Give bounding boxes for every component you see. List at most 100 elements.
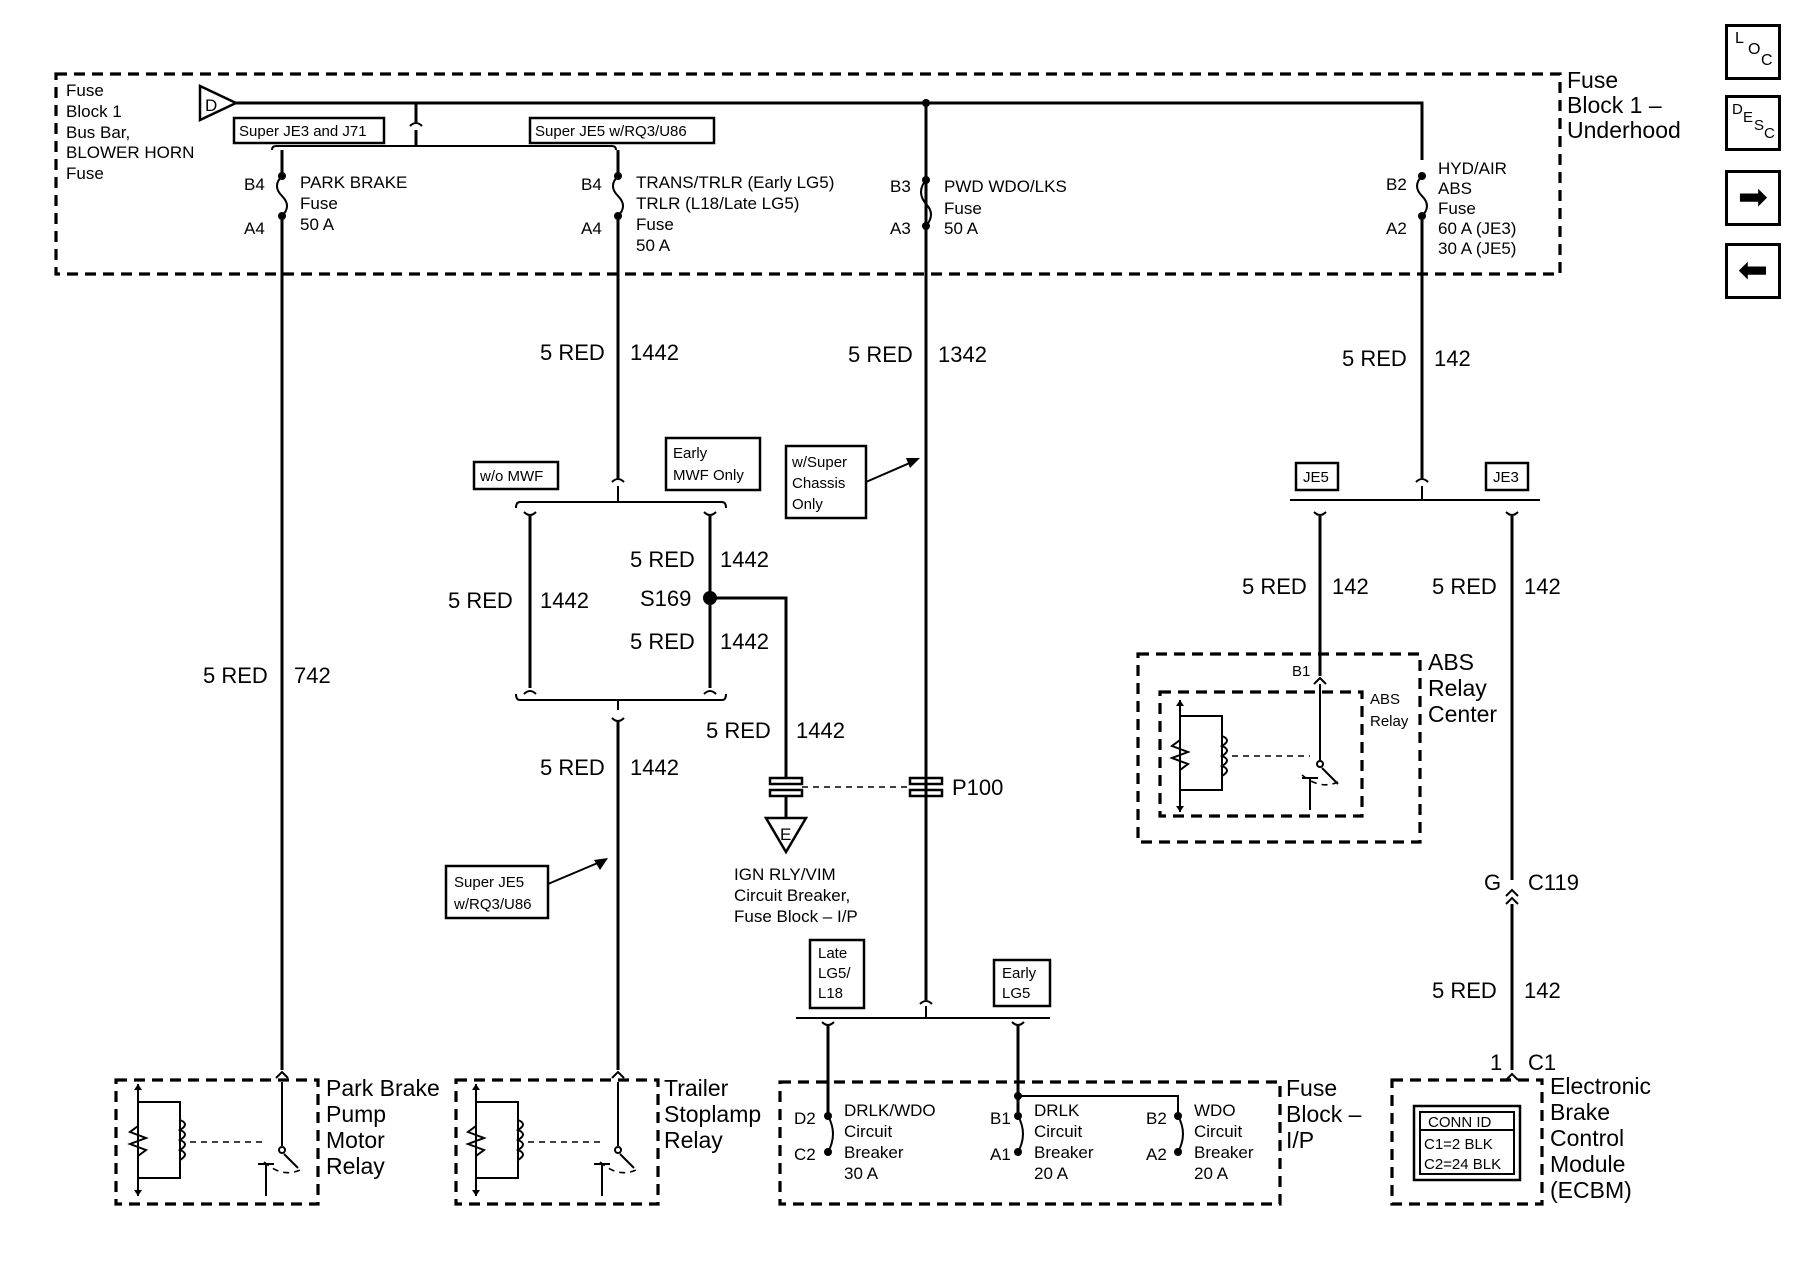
wire-142-ecbm: 5 RED 142 1 C1: [1432, 904, 1561, 1081]
svg-text:142: 142: [1524, 978, 1561, 1003]
svg-text:Early LG5: Early LG5: [1002, 965, 1040, 1002]
option-late-lg5-l18: [808, 938, 866, 1010]
svg-text:CONN ID: CONN ID: [1428, 1114, 1492, 1131]
svg-text:1442: 1442: [630, 755, 679, 780]
svg-text:DRLK/WDO Circuit: DRLK/WDO Circuit Breaker 30 A: [844, 1101, 940, 1183]
wire-142-je3: 5 RED 142: [1432, 511, 1561, 880]
svg-text:A2: A2: [1386, 219, 1407, 238]
description-icon: D E S C: [1732, 101, 1775, 142]
svg-text:HYD/AIR ABS Fu: HYD/AIR ABS Fuse 60 A (JE3) 30 A (JE5): [1438, 159, 1521, 258]
svg-text:Park Brake Pump Mo: Park Brake Pump Motor Relay: [326, 1075, 446, 1179]
svg-text:C1=2 BLK: C1=2 BLK: [1424, 1136, 1493, 1153]
svg-text:B2: B2: [1386, 175, 1407, 194]
svg-text:5 RED: 5 RED: [630, 547, 695, 572]
svg-text:S169: S169: [640, 586, 691, 611]
previous-page-button[interactable]: ⬅: [1725, 243, 1781, 299]
svg-text:Early MWF Only: Early MWF Only: [673, 445, 744, 484]
svg-text:DRLK Circuit B: DRLK Circuit Breaker 20 A: [1034, 1101, 1098, 1183]
fuse-block-ip: Late LG5/ L18 Early LG5 Fuse Block – I/P…: [778, 938, 1362, 1206]
wire-1442-top: 5 RED 1442: [540, 274, 679, 483]
svg-text:1442: 1442: [796, 718, 845, 743]
svg-text:B1: B1: [990, 1109, 1011, 1128]
svg-text:G: G: [1484, 870, 1501, 895]
svg-text:142: 142: [1332, 574, 1369, 599]
fuse-block-1-outline: [54, 72, 1562, 276]
svg-text:1342: 1342: [938, 342, 987, 367]
svg-text:ABS Relay: ABS Relay: [1370, 691, 1409, 730]
svg-text:5 RED: 5 RED: [540, 340, 605, 365]
svg-text:D2: D2: [794, 1109, 816, 1128]
fuse-block-1-right-label: Fuse Block 1 – Underhood: [1567, 67, 1681, 143]
svg-text:IGN RLY/VIM Circuit Brea: IGN RLY/VIM Circuit Breaker, Fuse Block …: [734, 865, 858, 926]
svg-text:C119: C119: [1528, 870, 1579, 895]
svg-text:142: 142: [1434, 346, 1471, 371]
svg-text:D: D: [205, 96, 217, 115]
svg-text:5 RED: 5 RED: [203, 663, 268, 688]
splice-s169: S169: [640, 586, 788, 778]
svg-text:1442: 1442: [630, 340, 679, 365]
svg-text:w/o MWF: w/o MWF: [479, 468, 543, 485]
option-super-je5-lower: Super JE5 w/RQ3/U86: [444, 858, 608, 920]
wdo-circuit-breaker: B2 A2 WDO Circuit Breaker 20 A: [1146, 1101, 1258, 1183]
svg-text:A4: A4: [244, 219, 265, 238]
svg-text:742: 742: [294, 663, 331, 688]
wire-1442-ign: 5 RED 1442: [706, 718, 845, 743]
svg-text:WDO Circuit Br: WDO Circuit Breaker 20 A: [1194, 1101, 1258, 1183]
svg-text:PARK BRAKE Fuse: PARK BRAKE Fuse 50 A: [300, 173, 412, 234]
hyd-air-abs-fuse: B2 A2 HYD/AIR ABS Fuse 60 A (JE3) 30 A (…: [1386, 159, 1521, 274]
wire-1442-left-branch: 5 RED 1442: [448, 511, 589, 695]
svg-text:5 RED: 5 RED: [848, 342, 913, 367]
arrow-left-icon: ⬅: [1737, 250, 1769, 291]
svg-text:ABS Relay Center: ABS Relay Center: [1428, 649, 1497, 727]
wire-1442-bottom: 5 RED 1442: [540, 717, 679, 1070]
connector-p100: P100: [768, 775, 1003, 818]
terminal-e-ign-rly: E IGN RLY/VIM Circuit Breaker, Fuse Bloc…: [734, 816, 858, 926]
arrow-right-icon: ➡: [1737, 177, 1769, 218]
trailer-stoplamp-relay: Trailer Stoplamp Relay: [454, 1070, 768, 1206]
option-super-chassis-only: w/Super Chassis Only: [784, 444, 920, 520]
svg-text:JE5: JE5: [1303, 469, 1329, 486]
option-je5: [1294, 461, 1340, 492]
svg-text:C2=24 BLK: C2=24 BLK: [1424, 1156, 1501, 1173]
location-icon: L O C: [1735, 30, 1773, 69]
fuse-block-1-underhood: Fuse Block 1 Bus Bar, BLOWER HORN Fuse F…: [54, 67, 1681, 276]
svg-text:B4: B4: [581, 175, 602, 194]
next-page-button[interactable]: ➡: [1725, 170, 1781, 226]
svg-text:A3: A3: [890, 219, 911, 238]
svg-text:1: 1: [1490, 1050, 1502, 1075]
svg-text:E: E: [780, 825, 791, 844]
svg-text:B1: B1: [1292, 663, 1310, 680]
drlk-circuit-breaker: B1 A1 DRLK Circuit Breaker 20 A: [990, 1021, 1179, 1183]
svg-text:B4: B4: [244, 175, 265, 194]
svg-text:Electronic Brake C: Electronic Brake Control Module (ECBM): [1550, 1073, 1657, 1203]
svg-text:A1: A1: [990, 1145, 1011, 1164]
option-wo-mwf: [472, 460, 560, 491]
option-super-je5-rq3-u86: [528, 116, 716, 145]
svg-text:C2: C2: [794, 1145, 816, 1164]
description-button[interactable]: D E S C: [1725, 95, 1781, 151]
connector-c119: G C119: [1484, 870, 1579, 905]
electronic-brake-control-module: Electronic Brake Control Module (ECBM) C…: [1390, 1073, 1657, 1206]
location-button[interactable]: L O C: [1725, 24, 1781, 80]
svg-text:Late LG5/ L18: Late LG5/ L18: [818, 945, 855, 1002]
svg-text:B2: B2: [1146, 1109, 1167, 1128]
option-je3: [1484, 461, 1530, 492]
svg-text:1442: 1442: [720, 547, 769, 572]
svg-text:5 RED: 5 RED: [1432, 574, 1497, 599]
wire-142-je5: 5 RED 142: [1242, 511, 1369, 676]
park-brake-pump-motor-relay: Park Brake Pump Motor Relay: [114, 1070, 446, 1206]
mwf-option-branch: w/o MWF Early MWF Only: [472, 436, 762, 509]
park-brake-fuse: B4 A4 PARK BRAKE Fuse 50 A: [244, 150, 412, 274]
svg-text:TRANS/TRLR (Early LG5): TRANS/TRLR (Early LG5) TRLR (L18/Late LG…: [636, 173, 839, 255]
svg-text:Super JE3 and J71: Super JE3 and J71: [239, 123, 367, 140]
svg-text:5 RED: 5 RED: [448, 588, 513, 613]
svg-text:1442: 1442: [540, 588, 589, 613]
svg-text:Trailer Stoplamp R: Trailer Stoplamp Relay: [664, 1075, 768, 1153]
svg-text:5 RED: 5 RED: [540, 755, 605, 780]
svg-text:5 RED: 5 RED: [1342, 346, 1407, 371]
svg-text:5 RED: 5 RED: [630, 629, 695, 654]
svg-text:PWD WDO/LKS Fuse: PWD WDO/LKS Fuse 50 A: [944, 177, 1072, 238]
svg-text:P100: P100: [952, 775, 1003, 800]
mwf-option-rejoin: [515, 693, 727, 701]
